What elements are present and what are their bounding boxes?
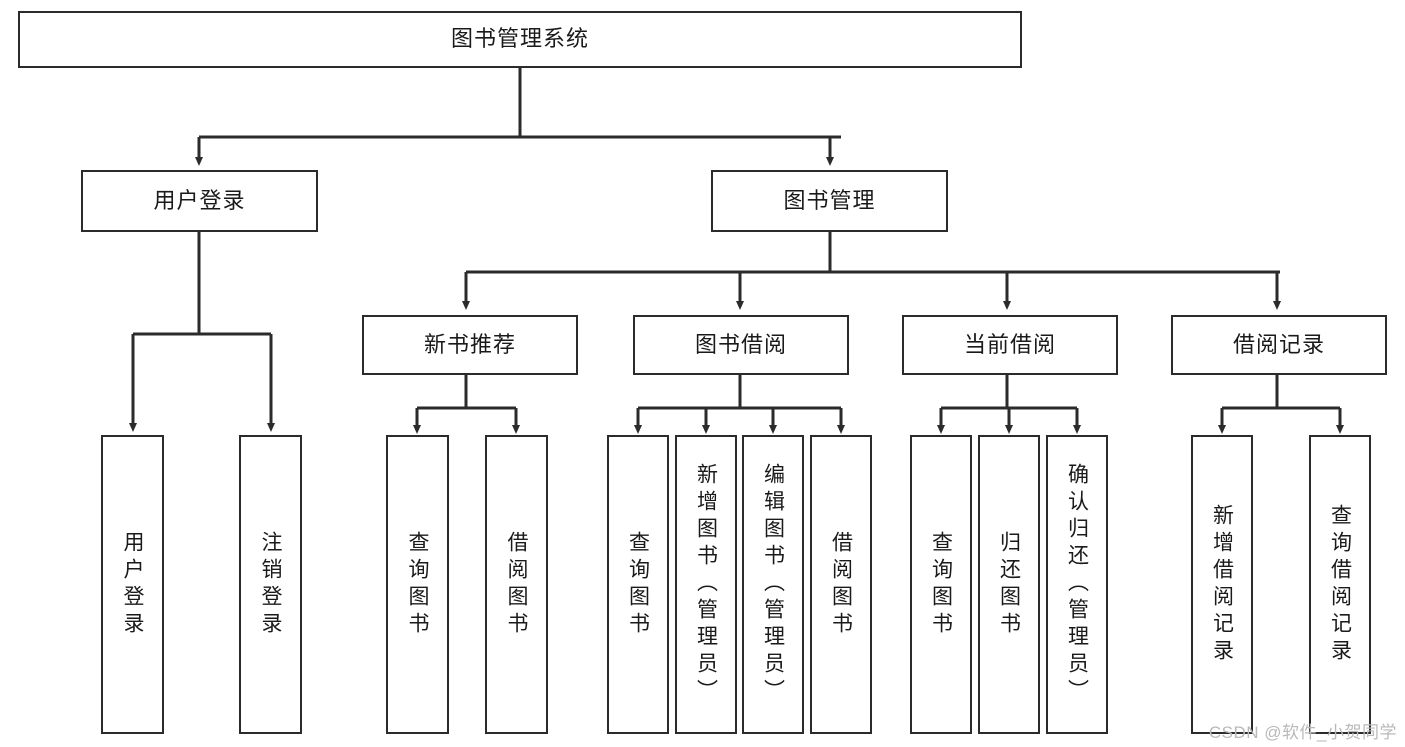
node-label: 确认归还（管理员） xyxy=(1065,463,1089,706)
node-user-login[interactable]: 用户登录 xyxy=(81,170,318,232)
node-label: 新增借阅记录 xyxy=(1210,503,1234,666)
node-label: 图书管理 xyxy=(783,187,876,213)
node-label: 注销登录 xyxy=(259,530,282,639)
node-label: 当前借阅 xyxy=(963,331,1056,357)
node-leaf-edit-book[interactable]: 编辑图书（管理员） xyxy=(742,435,804,734)
node-book-borrow[interactable]: 图书借阅 xyxy=(633,315,849,375)
node-label: 借阅记录 xyxy=(1232,331,1325,357)
node-leaf-query-record[interactable]: 查询借阅记录 xyxy=(1309,435,1371,734)
node-label: 查询图书 xyxy=(929,530,953,639)
node-label: 新增图书（管理员） xyxy=(694,463,718,706)
node-label: 借阅图书 xyxy=(829,530,853,639)
node-label: 新书推荐 xyxy=(423,331,516,357)
node-leaf-borrow-book-2[interactable]: 借阅图书 xyxy=(810,435,872,734)
node-label: 查询借阅记录 xyxy=(1328,503,1352,666)
node-label: 图书借阅 xyxy=(694,331,787,357)
node-label: 查询图书 xyxy=(406,530,429,639)
watermark-text: CSDN @软件_小贺同学 xyxy=(1208,723,1397,742)
node-current-borrow[interactable]: 当前借阅 xyxy=(902,315,1118,375)
node-label: 查询图书 xyxy=(626,530,650,639)
node-leaf-add-record[interactable]: 新增借阅记录 xyxy=(1191,435,1253,734)
node-label: 用户登录 xyxy=(121,530,144,639)
node-borrow-record[interactable]: 借阅记录 xyxy=(1171,315,1387,375)
node-label: 借阅图书 xyxy=(505,530,528,639)
node-root-system[interactable]: 图书管理系统 xyxy=(18,11,1022,68)
node-leaf-return-book[interactable]: 归还图书 xyxy=(978,435,1040,734)
node-new-book-recommend[interactable]: 新书推荐 xyxy=(362,315,578,375)
node-label: 图书管理系统 xyxy=(450,26,589,52)
node-label: 编辑图书（管理员） xyxy=(761,463,785,706)
node-book-management[interactable]: 图书管理 xyxy=(711,170,948,232)
node-leaf-query-book-1[interactable]: 查询图书 xyxy=(386,435,449,734)
node-leaf-borrow-book-1[interactable]: 借阅图书 xyxy=(485,435,548,734)
node-leaf-user-logout[interactable]: 注销登录 xyxy=(239,435,302,734)
node-label: 用户登录 xyxy=(153,187,246,213)
node-leaf-query-book-3[interactable]: 查询图书 xyxy=(910,435,972,734)
node-leaf-query-book-2[interactable]: 查询图书 xyxy=(607,435,669,734)
node-leaf-user-login[interactable]: 用户登录 xyxy=(101,435,164,734)
node-leaf-confirm-return[interactable]: 确认归还（管理员） xyxy=(1046,435,1108,734)
node-label: 归还图书 xyxy=(997,530,1021,639)
node-leaf-add-book[interactable]: 新增图书（管理员） xyxy=(675,435,737,734)
